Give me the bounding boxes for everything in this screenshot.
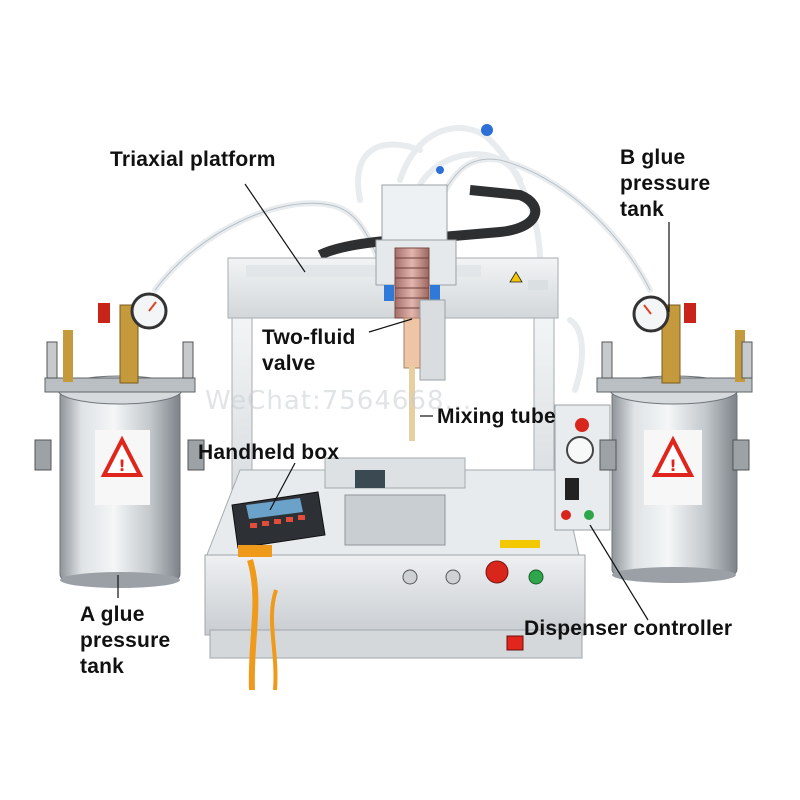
label-triaxial-platform: Triaxial platform bbox=[110, 148, 276, 171]
hose-fitting-icon bbox=[481, 124, 493, 136]
warning-triangle-icon bbox=[100, 435, 144, 477]
label-dispenser-controller: Dispenser controller bbox=[524, 617, 733, 640]
label-b-glue-pressure-tank: B glue pressure tank bbox=[620, 146, 711, 221]
callout-leader-lines bbox=[117, 183, 670, 621]
machine-base bbox=[204, 457, 586, 659]
power-switch bbox=[506, 635, 524, 651]
label-a-glue-pressure-tank: A glue pressure tank bbox=[80, 603, 171, 678]
handheld-teach-box bbox=[231, 491, 326, 691]
pressure-gauge-icon bbox=[566, 436, 594, 464]
b-glue-pressure-tank: ! bbox=[596, 295, 753, 583]
watermark-text: WeChat:7564668... bbox=[205, 386, 473, 416]
a-glue-pressure-tank: ! bbox=[34, 292, 205, 588]
warning-triangle-icon bbox=[651, 435, 695, 477]
emergency-stop-button bbox=[485, 560, 509, 584]
cable-drag-chain bbox=[317, 185, 541, 260]
dispensing-head bbox=[375, 184, 457, 441]
svg-text:!: ! bbox=[118, 456, 125, 475]
label-two-fluid-valve: Two-fluid valve bbox=[262, 326, 356, 375]
label-handheld-box: Handheld box bbox=[198, 441, 340, 464]
label-mixing-tube: Mixing tube bbox=[437, 405, 556, 428]
mixing-tube bbox=[409, 366, 415, 441]
svg-text:!: ! bbox=[669, 456, 676, 475]
